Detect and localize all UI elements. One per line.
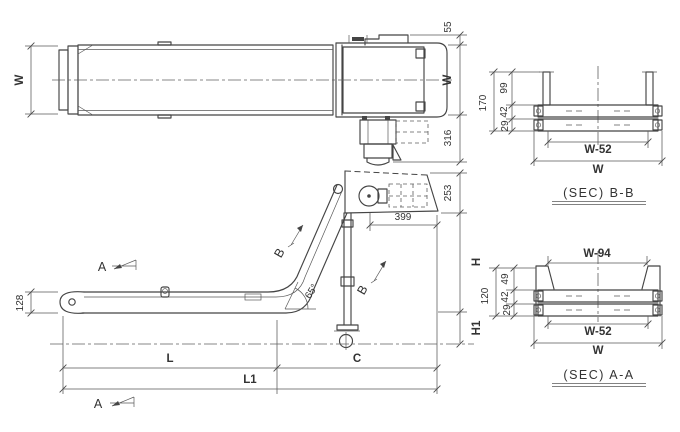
plan-dim-55: 55 xyxy=(443,21,454,33)
sec-bb-title: (SEC) B-B xyxy=(563,186,635,200)
sec-aa-dim-29: 29 xyxy=(502,304,513,316)
side-gearbox-hidden xyxy=(388,183,428,208)
sec-bb-dim-29: 29 xyxy=(500,120,511,132)
side-top-lug xyxy=(332,183,344,195)
sec-bb-dim-42: 42 xyxy=(499,106,510,118)
plan-dim-316: 316 xyxy=(443,129,454,146)
section-aa-view: W-94 120 49 42 29 W-52 W (SEC) A-A xyxy=(480,248,666,387)
side-view: 65° B B A A 128 399 xyxy=(15,169,483,411)
side-foot-plate xyxy=(336,324,359,331)
plan-dim-w-right: W xyxy=(442,74,454,85)
side-tail-shaft xyxy=(68,298,76,306)
sec-aa-dim-w: W xyxy=(593,345,604,357)
side-conveyor-bottom-edge xyxy=(81,212,348,314)
section-marker-a-bottom: A xyxy=(94,396,135,411)
marker-b-upper-arrow-icon xyxy=(297,225,303,232)
side-head-housing xyxy=(344,174,439,214)
marker-a-bottom-arrow-icon xyxy=(112,401,120,406)
side-head-top-hidden-edge xyxy=(344,170,428,176)
side-support-leg xyxy=(343,212,352,326)
section-bb-view: 170 99 42 29 W-52 W (SEC) B-B xyxy=(478,66,666,205)
side-lifting-lug xyxy=(160,286,170,298)
sec-aa-title-underline xyxy=(552,383,646,387)
plan-head-casing xyxy=(335,42,448,118)
sec-aa-dim-120: 120 xyxy=(480,287,491,304)
marker-a-top-label: A xyxy=(98,260,107,274)
sec-aa-dim-42: 42 xyxy=(500,291,511,303)
side-dim-l: L xyxy=(166,353,173,365)
section-marker-a-top: A xyxy=(98,259,137,274)
side-dim-l1: L1 xyxy=(243,374,257,386)
side-conveyor-top-edge xyxy=(83,184,338,293)
sec-aa-dim-w94: W-94 xyxy=(583,248,611,260)
plan-view: W 55 W 316 xyxy=(14,21,467,166)
plan-motor xyxy=(363,143,393,159)
sec-bb-dim-w52: W-52 xyxy=(584,144,611,156)
side-dim-253: 253 xyxy=(443,184,454,201)
marker-a-bottom-label: A xyxy=(94,397,103,411)
side-drive-shaft xyxy=(358,185,380,207)
plan-top-projection xyxy=(364,34,409,46)
side-tail-nose xyxy=(59,291,85,314)
sec-aa-dim-49: 49 xyxy=(500,273,511,285)
plan-bottom-tab xyxy=(157,114,172,119)
sec-bb-title-underline xyxy=(552,201,646,205)
sec-bb-dim-w: W xyxy=(593,164,604,176)
sec-bb-lower-rail xyxy=(537,118,659,132)
side-dim-h: H xyxy=(471,258,483,266)
plan-bolt xyxy=(352,37,364,41)
marker-a-top-arrow-icon xyxy=(114,264,122,269)
side-dim-128: 128 xyxy=(15,294,26,311)
sec-aa-title: (SEC) A-A xyxy=(563,368,634,382)
side-dim-399: 399 xyxy=(395,212,412,223)
sec-bb-dim-170: 170 xyxy=(478,94,489,111)
sec-bb-upper-rail xyxy=(537,104,659,118)
marker-b-lower-arrow-icon xyxy=(380,261,386,268)
sec-aa-upper-rail xyxy=(537,289,659,303)
side-dim-c: C xyxy=(353,353,361,365)
plan-dim-w-left: W xyxy=(14,74,26,85)
sec-bb-dim-99: 99 xyxy=(499,82,510,94)
plan-clamp-wedge xyxy=(392,144,402,161)
plan-top-tab xyxy=(157,41,172,46)
sec-aa-lower-rail xyxy=(537,303,659,317)
sec-aa-dim-w52: W-52 xyxy=(584,326,611,338)
side-dim-h1: H1 xyxy=(471,320,483,335)
